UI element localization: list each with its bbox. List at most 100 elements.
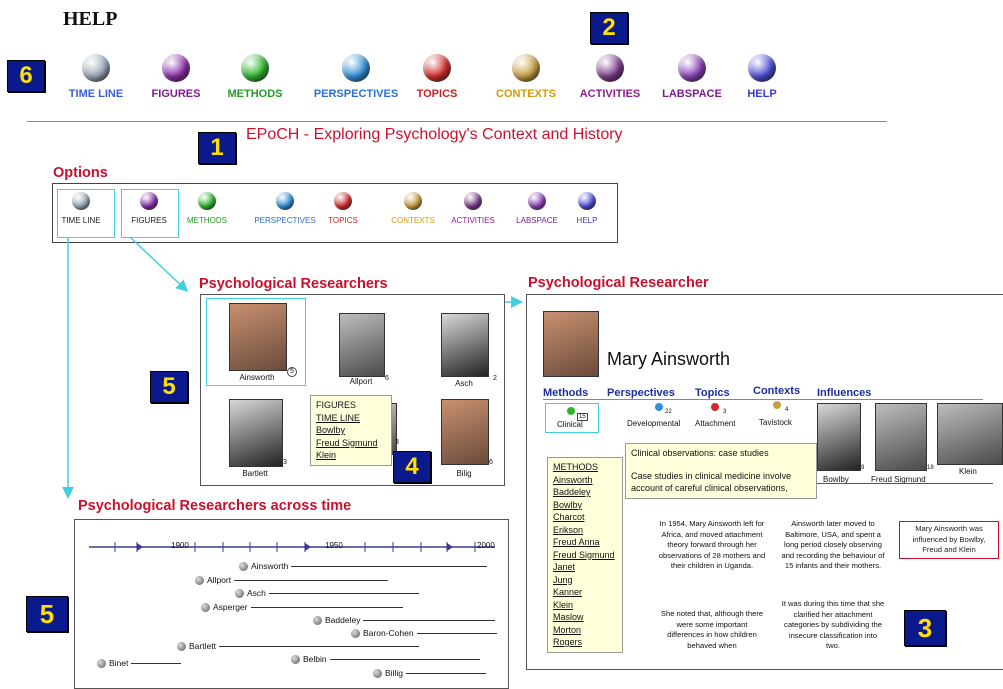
timeline-row[interactable]: Binet (97, 658, 182, 668)
influence-name[interactable]: Bowlby (823, 475, 849, 484)
methods-list-item[interactable]: Klein (553, 599, 574, 610)
methods-list-item[interactable]: Janet (553, 562, 576, 572)
pen-icon (373, 668, 382, 678)
timeline-row[interactable]: Asperger (201, 602, 403, 612)
methods-list-item[interactable]: Bowlby (553, 499, 583, 510)
tab-methods[interactable]: Methods (543, 387, 589, 399)
page-title: HELP (63, 8, 118, 30)
influences-divider (807, 483, 993, 484)
methods-list-item[interactable]: Freud Anna (553, 537, 600, 547)
option-activities[interactable]: ACTIVITIES (438, 192, 508, 225)
option-perspectives[interactable]: PERSPECTIVES (250, 192, 320, 225)
nav-perspectives[interactable]: PERSPECTIVES (308, 54, 404, 100)
bowlby-photo[interactable] (817, 403, 861, 471)
context-label[interactable]: Tavistock (759, 418, 792, 427)
researcher-name[interactable]: Bartlett (242, 469, 268, 478)
researcher-count: 6 (489, 459, 493, 466)
popup-link[interactable]: Bowlby (316, 425, 346, 435)
researcher-count: 3 (395, 439, 399, 446)
option-contexts[interactable]: CONTEXTS (378, 192, 448, 225)
timeline-row[interactable]: Belbin (291, 654, 480, 664)
timeline-name: Binet (109, 658, 129, 668)
options-title: Options (53, 165, 108, 181)
asch-photo[interactable] (441, 313, 489, 377)
option-methods[interactable]: METHODS (172, 192, 242, 225)
nav-figures[interactable]: FIGURES (128, 54, 224, 100)
tab-contexts[interactable]: Contexts (753, 385, 801, 397)
methods-list-item[interactable]: Morton (553, 624, 582, 635)
tooltip-body: Case studies in clinical medicine involv… (631, 470, 792, 494)
timeline-name: Baddeley (325, 615, 361, 625)
methods-list-item[interactable]: Maslow (553, 612, 584, 622)
lifespan-line (250, 606, 403, 608)
researcher-count: 3 (283, 459, 287, 466)
option-help[interactable]: HELP (552, 192, 622, 225)
timeline-row[interactable]: Allport (195, 575, 389, 585)
nav-activities[interactable]: ACTIVITIES (562, 54, 658, 100)
timeline-panel: 1900 1950 2000 Ainsworth Allport Asch As… (74, 519, 509, 689)
popup-head[interactable]: FIGURES (316, 400, 357, 410)
perspective-label[interactable]: Developmental (627, 419, 681, 428)
freud-photo[interactable] (875, 403, 927, 471)
methods-list-item[interactable]: Erikson (553, 524, 584, 535)
popup-link[interactable]: Freud Sigmund (316, 437, 378, 448)
timeline-row[interactable]: Asch (235, 588, 419, 598)
timeline-row[interactable]: Baddeley (313, 615, 496, 625)
researcher-name[interactable]: Bilig (456, 469, 472, 478)
timeline-tick: 1900 (171, 541, 189, 550)
option-label: HELP (576, 216, 598, 225)
timeline-row[interactable]: Bartlett (177, 641, 419, 651)
methods-list-item[interactable]: Baddeley (553, 487, 591, 497)
labspace-icon (528, 192, 546, 210)
methods-list-head[interactable]: METHODS (553, 462, 598, 472)
topic-label[interactable]: Attachment (695, 419, 736, 428)
option-figures[interactable]: FIGURES (114, 192, 184, 225)
timeline-row[interactable]: Ainsworth (239, 561, 488, 571)
methods-list-item[interactable]: Kanner (553, 587, 583, 597)
methods-list-item[interactable]: Freud Sigmund (553, 549, 615, 560)
methods-list-item[interactable]: Rogers (553, 637, 583, 647)
popup-link[interactable]: Klein (316, 450, 337, 460)
method-label[interactable]: Clinical (557, 420, 583, 429)
researcher-name[interactable]: Ainsworth (239, 373, 275, 382)
timeline-name: Asperger (213, 602, 248, 612)
researcher-name[interactable]: Allport (349, 377, 373, 386)
timeline-row[interactable]: Billig (373, 668, 486, 678)
nav-methods[interactable]: METHODS (207, 54, 303, 100)
allport-photo[interactable] (339, 313, 385, 377)
influence-name[interactable]: Klein (959, 467, 977, 476)
nav-contexts[interactable]: CONTEXTS (478, 54, 574, 100)
nav-topics[interactable]: TOPICS (389, 54, 485, 100)
influence-name[interactable]: Freud Sigmund (871, 475, 926, 484)
popup-link[interactable]: TIME LINE (316, 412, 361, 423)
bilig-photo[interactable] (441, 399, 489, 465)
ainsworth-photo[interactable] (229, 303, 287, 371)
methods-list-item[interactable]: Ainsworth (553, 474, 593, 485)
researcher-count: 5 (287, 367, 297, 377)
pen-icon (195, 575, 204, 585)
option-time-line[interactable]: TIME LINE (46, 192, 116, 225)
tooltip-title: Clinical observations: case studies (631, 448, 769, 458)
methods-list-item[interactable]: Charcot (553, 512, 585, 522)
tab-perspectives[interactable]: Perspectives (607, 387, 675, 399)
nav-label: HELP (747, 88, 777, 100)
nav-time-line[interactable]: TIME LINE (48, 54, 144, 100)
bartlett-photo[interactable] (229, 399, 283, 467)
pen-icon (97, 658, 106, 668)
nav-label: CONTEXTS (496, 88, 556, 100)
pen-icon (291, 654, 300, 664)
nav-labspace[interactable]: LABSPACE (644, 54, 740, 100)
tab-topics[interactable]: Topics (695, 387, 730, 399)
nav-help[interactable]: HELP (714, 54, 810, 100)
badge-5: 5 (26, 596, 68, 632)
methods-list-item[interactable]: Jung (553, 574, 573, 585)
option-topics[interactable]: TOPICS (308, 192, 378, 225)
tab-influences[interactable]: Influences (817, 387, 872, 399)
timeline-row[interactable]: Baron-Cohen (351, 628, 497, 638)
researcher-panel: Mary Ainsworth Methods Perspectives Topi… (526, 294, 1003, 670)
klein-photo[interactable] (937, 403, 1003, 465)
option-labspace[interactable]: LABSPACE (502, 192, 572, 225)
researcher-name[interactable]: Asch (455, 379, 473, 388)
epoch-title: EPoCH - Exploring Psychology's Context a… (246, 126, 623, 143)
lifespan-line (405, 672, 486, 674)
